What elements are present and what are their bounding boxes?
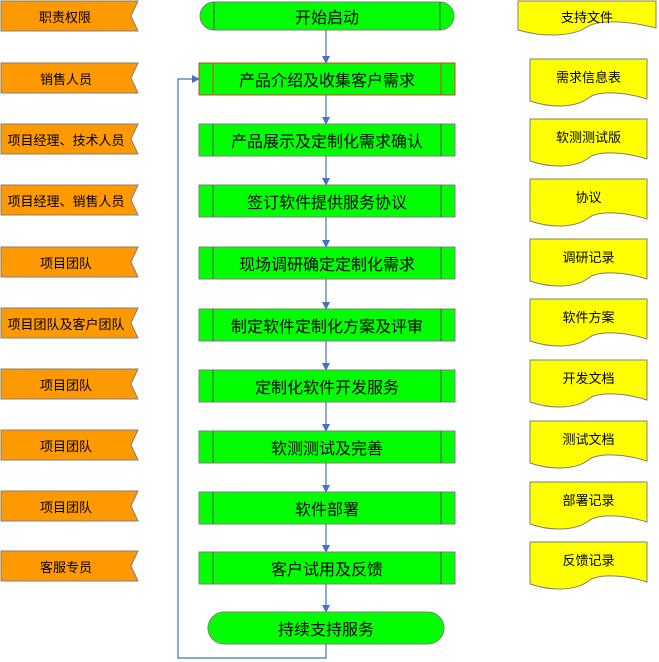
document-shape xyxy=(529,359,648,408)
process-step-shape xyxy=(198,184,456,218)
role-tag-shape xyxy=(0,184,139,216)
feedback-loop-arrow xyxy=(177,75,327,659)
role-tag-shape xyxy=(0,429,139,461)
process-step-shape xyxy=(198,551,456,585)
document-shape xyxy=(529,481,648,530)
documents-header-shape xyxy=(517,0,657,36)
process-step-shape xyxy=(198,123,456,157)
role-header-shape xyxy=(0,0,139,32)
process-step-shape xyxy=(198,62,456,96)
role-tag-shape xyxy=(0,123,139,155)
role-tag-shape xyxy=(0,246,139,278)
process-step-shape xyxy=(198,246,456,280)
document-shape xyxy=(529,58,648,107)
role-tag-shape xyxy=(0,62,139,94)
start-shape xyxy=(199,1,455,31)
document-shape xyxy=(529,298,648,347)
end-shape xyxy=(207,611,445,645)
role-tag-shape xyxy=(0,550,139,582)
process-step-shape xyxy=(198,491,456,525)
process-step-shape xyxy=(198,369,456,403)
document-shape xyxy=(529,420,648,469)
role-tag-shape xyxy=(0,490,139,522)
role-tag-shape xyxy=(0,307,139,339)
document-shape xyxy=(529,238,648,287)
document-shape xyxy=(529,118,648,167)
document-shape xyxy=(529,178,648,227)
process-step-shape xyxy=(198,430,456,464)
role-tag-shape xyxy=(0,368,139,400)
process-step-shape xyxy=(198,308,456,342)
document-shape xyxy=(529,541,648,590)
